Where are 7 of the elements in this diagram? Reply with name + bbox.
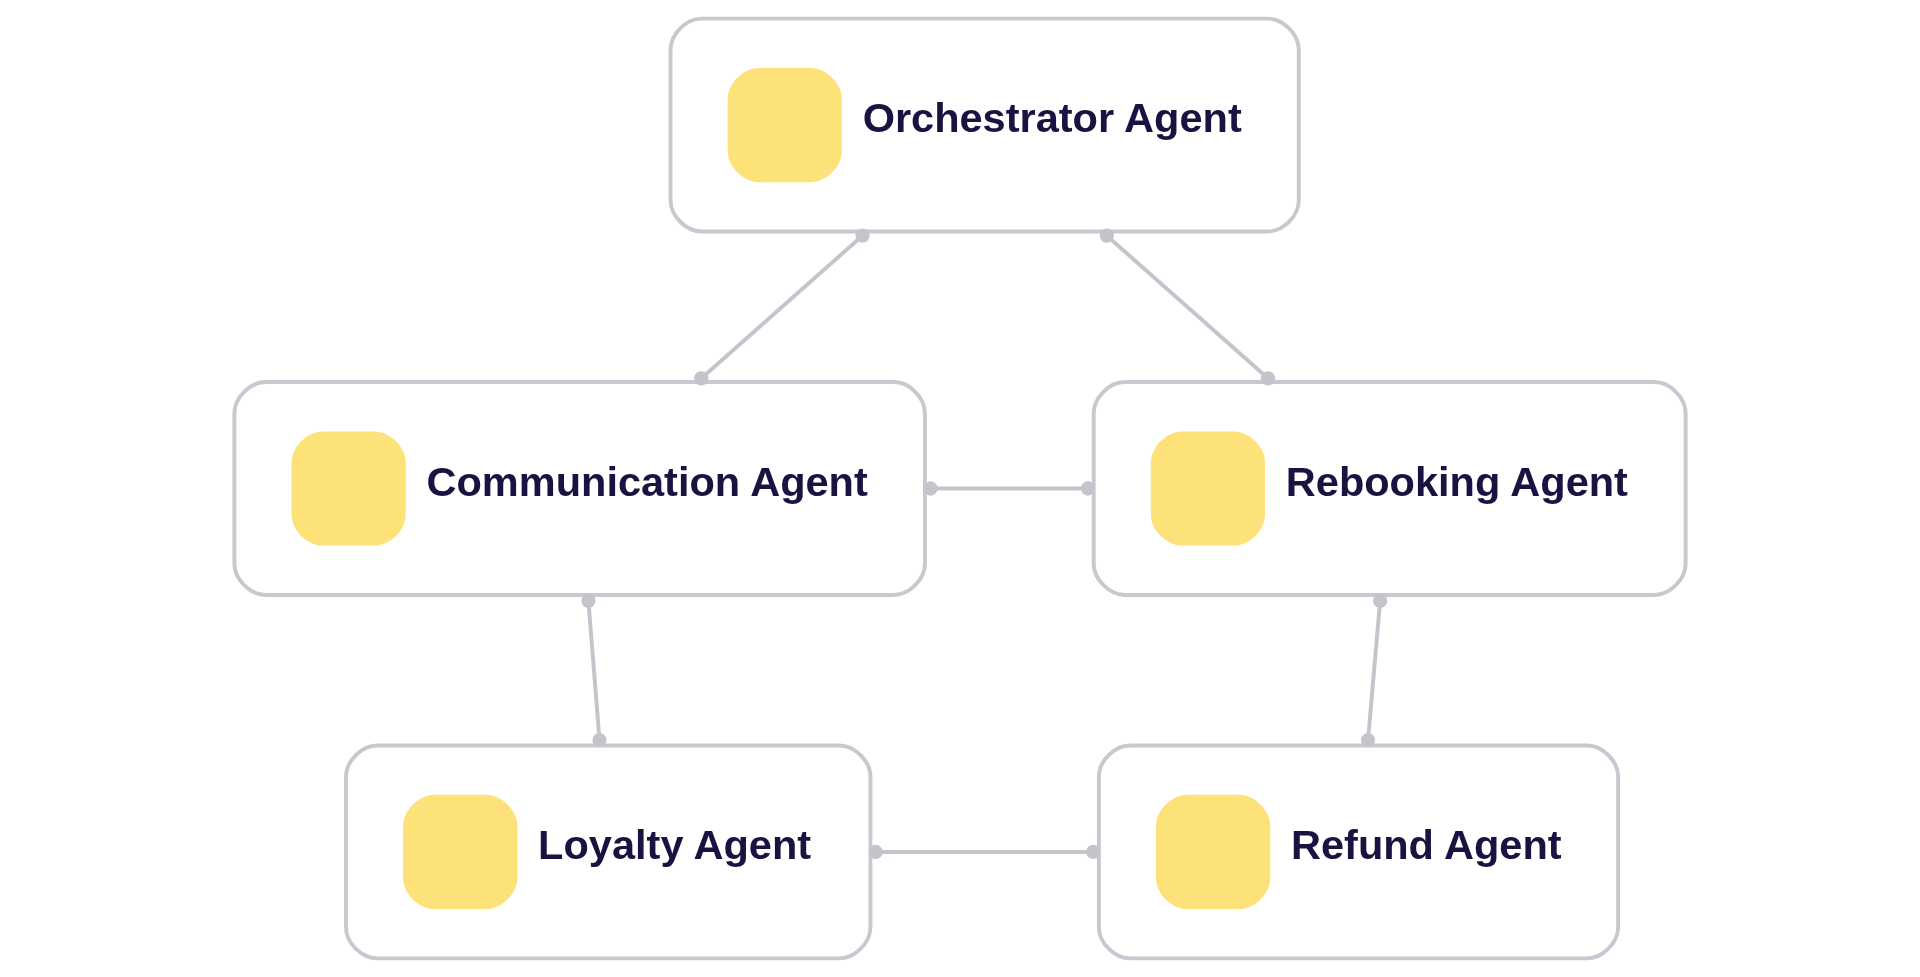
node-box: Orchestrator Agent (668, 16, 1301, 234)
node-box: Loyalty Agent (344, 743, 873, 961)
node-box: Communication Agent (232, 380, 927, 597)
node-box: Refund Agent (1096, 743, 1621, 961)
node-box: Rebooking Agent (1091, 380, 1688, 597)
connector (1099, 228, 1276, 386)
connector (694, 228, 870, 386)
